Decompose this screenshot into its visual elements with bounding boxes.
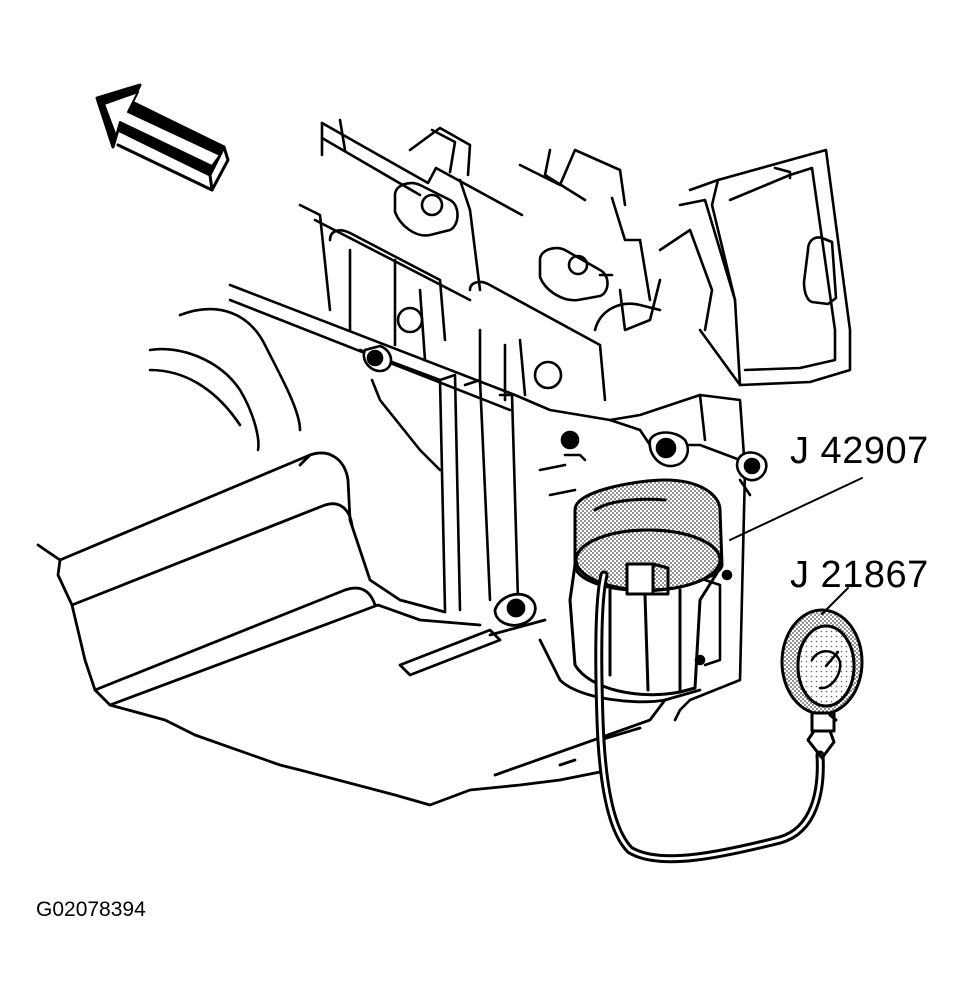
leader-lines: [729, 477, 863, 615]
oil-pan: [148, 283, 642, 612]
transmission-housing: [538, 393, 768, 722]
test-hose: [594, 570, 825, 864]
engine-block: [298, 118, 662, 402]
tester-callout-label: J 42907: [790, 430, 929, 472]
body-panel: [658, 148, 852, 387]
front-direction-arrow-icon: [95, 83, 230, 192]
pressure-gauge: [780, 608, 864, 760]
figure-id-label: G02078394: [36, 898, 146, 921]
skid-plate: [36, 451, 702, 807]
gauge-callout-label: J 21867: [790, 554, 929, 596]
